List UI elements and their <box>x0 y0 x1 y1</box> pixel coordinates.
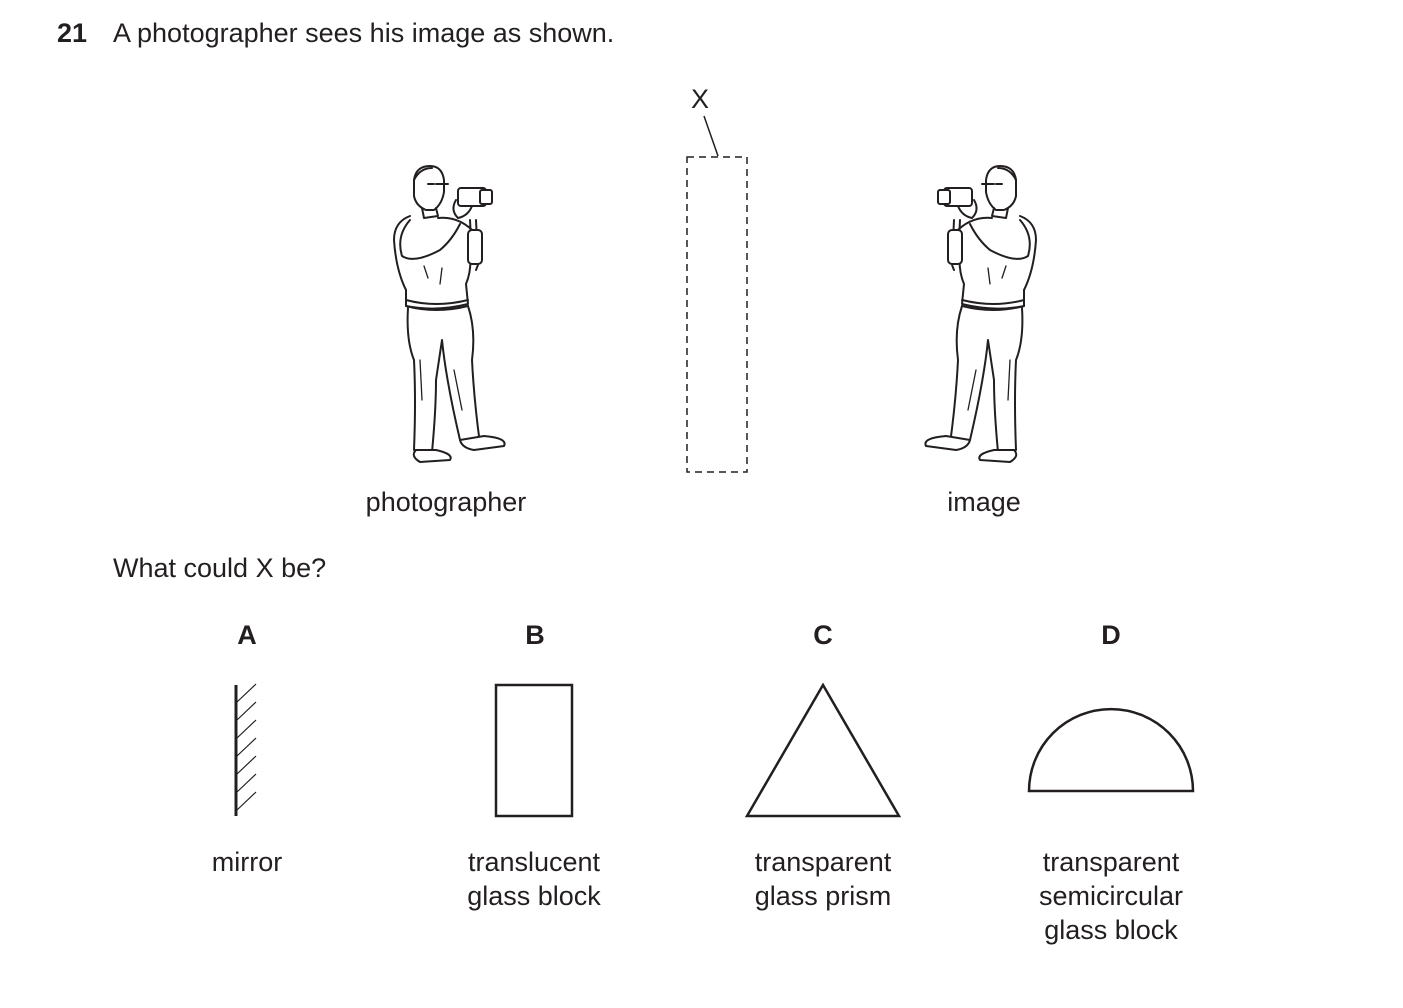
glass-prism-shape <box>744 682 902 818</box>
glass-block-shape <box>494 683 574 818</box>
option-c-letter: C <box>813 620 833 650</box>
option-a-letter: A <box>237 620 257 650</box>
option-a-description: mirror <box>211 847 283 877</box>
option-b-description: translucent glass block <box>467 847 601 911</box>
photographer-figure <box>393 165 506 463</box>
question-prompt: What could X be? <box>113 553 327 583</box>
semicircular-block-shape <box>1027 707 1195 793</box>
option-b-letter: B <box>525 620 545 650</box>
question-text: A photographer sees his image as shown. <box>113 18 615 48</box>
unknown-object-box <box>686 156 748 473</box>
option-c-description: transparent glass prism <box>754 847 892 911</box>
mirror-shape <box>234 683 257 816</box>
option-d-description: transparent semicircular glass block <box>1038 847 1184 945</box>
image-figure <box>924 165 1037 463</box>
option-d-letter: D <box>1101 620 1121 650</box>
image-label: image <box>947 487 1021 517</box>
photographer-label: photographer <box>365 487 527 517</box>
x-label: X <box>690 84 709 114</box>
x-leader-line <box>703 115 719 157</box>
question-number: 21 <box>57 18 88 48</box>
